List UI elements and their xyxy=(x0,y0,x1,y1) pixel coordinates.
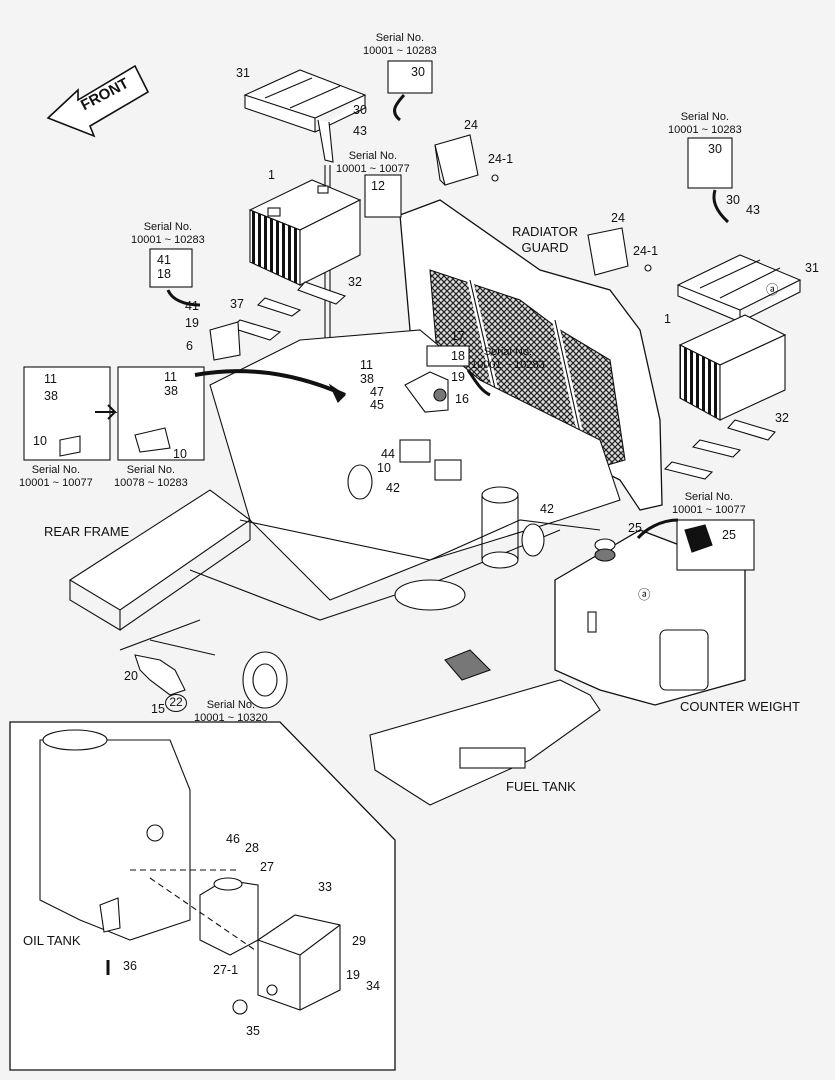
callout-22: 22 xyxy=(165,694,187,712)
callout-38c: 38 xyxy=(360,372,374,386)
rear-frame-label: REAR FRAME xyxy=(44,524,130,539)
callout-43b: 43 xyxy=(746,203,760,217)
callout-10a: 10 xyxy=(33,434,47,448)
callout-11c: 11 xyxy=(360,358,373,372)
callout-11a: 11 xyxy=(44,372,57,386)
callout-19c: 19 xyxy=(346,968,360,982)
serial-top-right: Serial No.10001 ~ 10283 xyxy=(668,111,742,137)
callout-42a: 42 xyxy=(386,481,400,495)
work-light-right xyxy=(587,227,652,276)
callout-a1: ⓐ xyxy=(766,283,779,297)
serial-mid-left: Serial No.10001 ~ 10283 xyxy=(131,221,205,247)
serial-right: Serial No.10001 ~ 10077 xyxy=(672,491,746,517)
serial-bottom: Serial No.10001 ~ 10320 xyxy=(194,699,268,725)
oil-tank-label: OIL TANK xyxy=(23,933,81,948)
callout-30c: 30 xyxy=(708,142,722,156)
reservoir-tank xyxy=(199,879,259,956)
callout-37: 37 xyxy=(230,297,244,311)
front-arrow xyxy=(46,64,150,138)
callout-47: 47 xyxy=(370,385,384,399)
fuel-filler-tube xyxy=(481,495,519,560)
callout-34: 34 xyxy=(366,979,380,993)
oil-tank-body xyxy=(39,739,191,941)
callout-42b: 42 xyxy=(540,502,554,516)
callout-32a: 32 xyxy=(348,275,362,289)
fuel-tank-label: FUEL TANK xyxy=(506,779,576,794)
callout-44: 44 xyxy=(381,447,395,461)
battery-tray-right xyxy=(676,254,802,323)
callout-1b: 1 xyxy=(664,312,671,326)
callout-27: 27 xyxy=(260,860,274,874)
callout-6: 6 xyxy=(186,339,193,353)
callout-24a: 24 xyxy=(464,118,478,132)
callout-1a: 1 xyxy=(268,168,275,182)
work-light-left xyxy=(434,134,499,186)
callout-28: 28 xyxy=(245,841,259,855)
callout-29: 29 xyxy=(352,934,366,948)
callout-35: 35 xyxy=(246,1024,260,1038)
callout-31b: 31 xyxy=(805,261,819,275)
serial-box-b: Serial No.10078 ~ 10283 xyxy=(114,464,188,490)
callout-36: 36 xyxy=(123,959,137,973)
callout-10c: 10 xyxy=(377,461,391,475)
callout-25a: 25 xyxy=(628,521,642,535)
callout-38b: 38 xyxy=(164,384,178,398)
callout-20: 20 xyxy=(124,669,138,683)
battery-right xyxy=(678,314,787,421)
callout-24b: 24 xyxy=(611,211,625,225)
callout-24-1a: 24-1 xyxy=(488,152,514,166)
callout-18b: 18 xyxy=(451,349,465,363)
callout-30b: 30 xyxy=(353,103,367,117)
callout-11b: 11 xyxy=(164,370,177,384)
callout-41a: 41 xyxy=(157,253,171,267)
serial-top-center: Serial No.10001 ~ 10283 xyxy=(363,32,437,58)
callout-16: 16 xyxy=(455,392,469,406)
callout-46: 46 xyxy=(226,832,240,846)
callout-15: 15 xyxy=(151,702,165,716)
callout-33: 33 xyxy=(318,880,332,894)
callout-30d: 30 xyxy=(726,193,740,207)
callout-24-1b: 24-1 xyxy=(633,244,659,258)
callout-45: 45 xyxy=(370,398,384,412)
serial-mid-center: Serial No.10001 ~ 10283 xyxy=(471,346,545,372)
callout-27-1: 27-1 xyxy=(213,963,239,977)
callout-31a: 31 xyxy=(236,66,250,80)
callout-25b: 25 xyxy=(722,528,736,542)
callout-43a: 43 xyxy=(353,124,367,138)
battery-tray-top xyxy=(243,69,367,133)
callout-19b: 19 xyxy=(451,370,465,384)
counter-weight-label: COUNTER WEIGHT xyxy=(680,699,800,714)
callout-12: 12 xyxy=(371,179,385,193)
callout-30a: 30 xyxy=(411,65,425,79)
serial-box-a: Serial No.10001 ~ 10077 xyxy=(19,464,93,490)
battery-left xyxy=(248,179,362,286)
callout-17: 17 xyxy=(451,329,465,343)
callout-41b: 41 xyxy=(185,299,199,313)
callout-32b: 32 xyxy=(775,411,789,425)
callout-a2: ⓐ xyxy=(638,588,651,602)
fuel-tank xyxy=(369,679,601,806)
callout-18a: 18 xyxy=(157,267,171,281)
reservoir-cover xyxy=(257,914,341,1011)
callout-10b: 10 xyxy=(173,447,187,461)
callout-19a: 19 xyxy=(185,316,199,330)
callout-38a: 38 xyxy=(44,389,58,403)
serial-center: Serial No.10001 ~ 10077 xyxy=(336,150,410,176)
